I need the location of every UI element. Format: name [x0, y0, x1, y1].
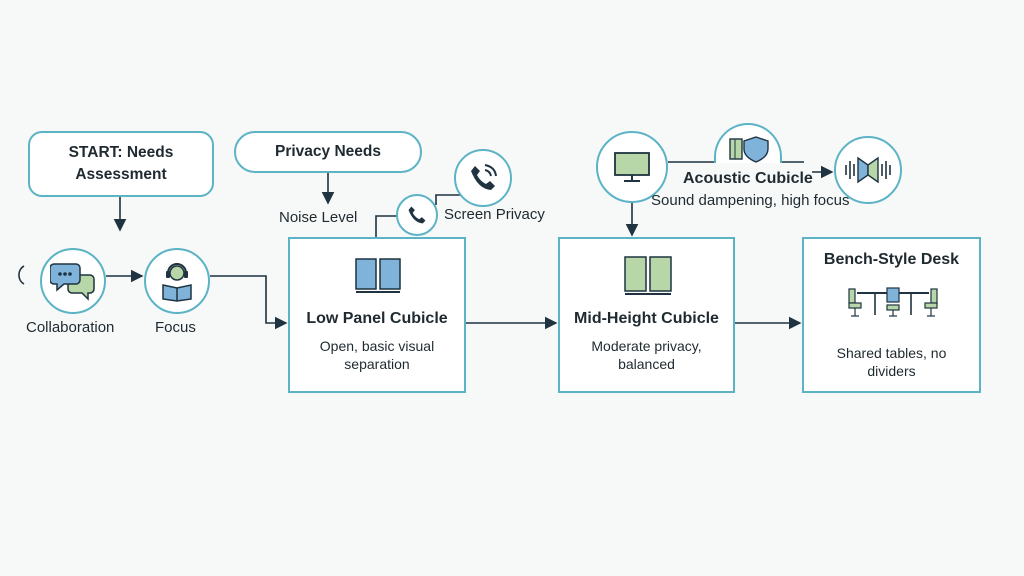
start-node: START: Needs Assessment [28, 131, 214, 197]
screen-privacy-label: Screen Privacy [444, 206, 545, 223]
mid-height-desc-line2: balanced [618, 356, 675, 372]
start-line1: START: Needs [68, 144, 174, 161]
reader-headset-icon [144, 248, 210, 314]
mid-height-cubicle-box: Mid-Height Cubicle Moderate privacy, bal… [558, 237, 735, 393]
bench-title: Bench-Style Desk [823, 251, 960, 268]
low-panel-desc-line2: separation [344, 356, 410, 372]
bench-desk-icon [848, 287, 938, 317]
start-line2: Assessment [75, 166, 167, 183]
bench-desk-box: Bench-Style Desk Shared tables, no divid… [802, 237, 981, 393]
bench-desc-line1: Shared tables, no [836, 345, 947, 361]
shield-icon [729, 136, 769, 163]
partial-circle-left [18, 265, 25, 285]
mid-height-title: Mid-Height Cubicle [574, 310, 719, 327]
speech-bubbles-icon [40, 248, 106, 314]
arrow-focus-lowpanel [210, 275, 288, 330]
collaboration-label: Collaboration [26, 319, 115, 336]
acoustic-title: Acoustic Cubicle [683, 170, 813, 187]
sound-panel-icon [834, 136, 902, 204]
privacy-needs-label: Privacy Needs [275, 143, 381, 160]
noise-level-label: Noise Level [279, 209, 358, 226]
monitor-icon [596, 131, 668, 203]
phone-icon [396, 194, 438, 236]
focus-label: Focus [155, 319, 196, 336]
connector-noise-lowpanel [375, 215, 398, 237]
low-panel-title: Low Panel Cubicle [306, 310, 448, 327]
phone-call-icon [454, 149, 512, 207]
low-panel-desc-line1: Open, basic visual [319, 338, 435, 354]
low-panel-cubicle-box: Low Panel Cubicle Open, basic visual sep… [288, 237, 466, 393]
mid-height-desc-line1: Moderate privacy, [591, 338, 702, 354]
bench-desc-line2: dividers [867, 363, 916, 379]
green-panel-icon [624, 256, 672, 295]
acoustic-desc: Sound dampening, high focus [651, 192, 850, 209]
blue-panel-icon [355, 258, 401, 293]
connector-phones [435, 194, 460, 205]
privacy-needs-node: Privacy Needs [234, 131, 422, 173]
